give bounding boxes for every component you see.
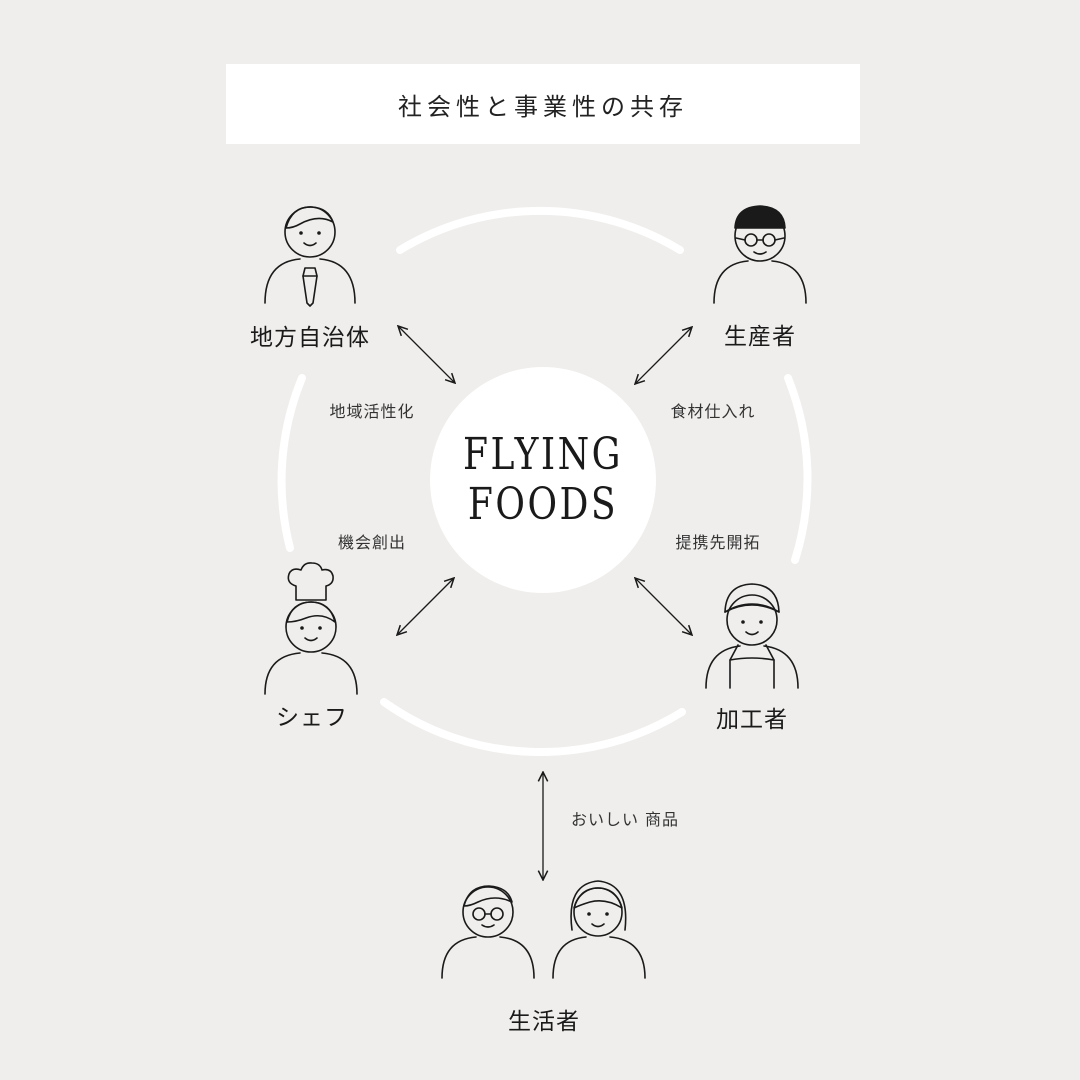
relation-government-label: 地域活性化 bbox=[329, 402, 415, 421]
ring-arc-top bbox=[396, 206, 684, 254]
role-producer-label: 生産者 bbox=[724, 324, 796, 350]
relation-producer-label: 食材仕入れ bbox=[670, 402, 756, 421]
arrow-processor bbox=[635, 578, 692, 635]
ring-arc-left bbox=[277, 374, 306, 552]
arrow-producer bbox=[635, 327, 692, 384]
ring-arc-bottom bbox=[380, 698, 686, 756]
processor-icon bbox=[705, 583, 799, 689]
center-circle bbox=[430, 367, 656, 593]
page-title: 社会性と事業性の共存 bbox=[398, 92, 688, 121]
flying-foods-logo: FLYING FOODS bbox=[463, 430, 623, 530]
role-government-label: 地方自治体 bbox=[250, 325, 370, 351]
arrow-government bbox=[398, 326, 455, 383]
logo-line-2: FOODS bbox=[467, 479, 619, 530]
relation-processor-label: 提携先開拓 bbox=[675, 533, 761, 552]
relation-chef-label: 機会創出 bbox=[337, 533, 407, 552]
consumer-man-icon bbox=[441, 885, 535, 979]
title-banner: 社会性と事業性の共存 bbox=[226, 64, 860, 144]
producer-icon bbox=[713, 205, 807, 304]
consumer-woman-icon bbox=[552, 880, 646, 979]
chef-icon bbox=[264, 562, 358, 695]
ring-arc-right bbox=[784, 374, 812, 564]
government-official-icon bbox=[264, 206, 356, 307]
role-chef-label: シェフ bbox=[276, 705, 348, 731]
role-consumer-label: 生活者 bbox=[508, 1009, 580, 1035]
logo-line-1: FLYING bbox=[463, 429, 623, 480]
role-processor-label: 加工者 bbox=[716, 707, 788, 733]
relation-consumer-label: おいしい 商品 bbox=[570, 810, 680, 829]
arrow-chef bbox=[397, 578, 454, 635]
outer-ring bbox=[277, 206, 812, 756]
